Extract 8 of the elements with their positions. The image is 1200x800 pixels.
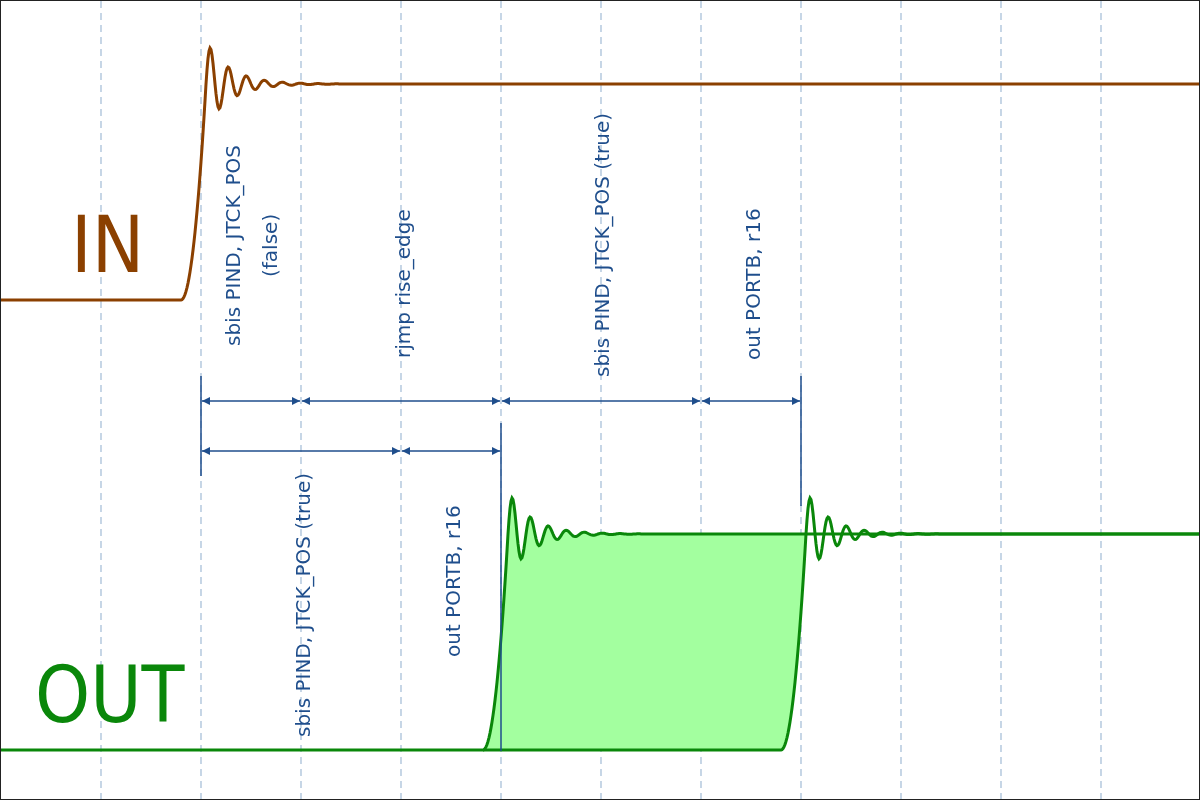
instruction-label: sbis PIND, JTCK_POS (true)	[588, 112, 615, 379]
instruction-label: rjmp rise_edge	[389, 208, 416, 361]
signal-label: IN	[71, 206, 145, 284]
instruction-label: sbis PIND, JTCK_POS (false)	[220, 143, 283, 348]
instruction-label: sbis PIND, JTCK_POS (true)	[289, 472, 316, 739]
signal-label: OUT	[35, 656, 185, 734]
instruction-label: out PORTB, r16	[439, 504, 466, 659]
instruction-label: out PORTB, r16	[739, 207, 766, 362]
